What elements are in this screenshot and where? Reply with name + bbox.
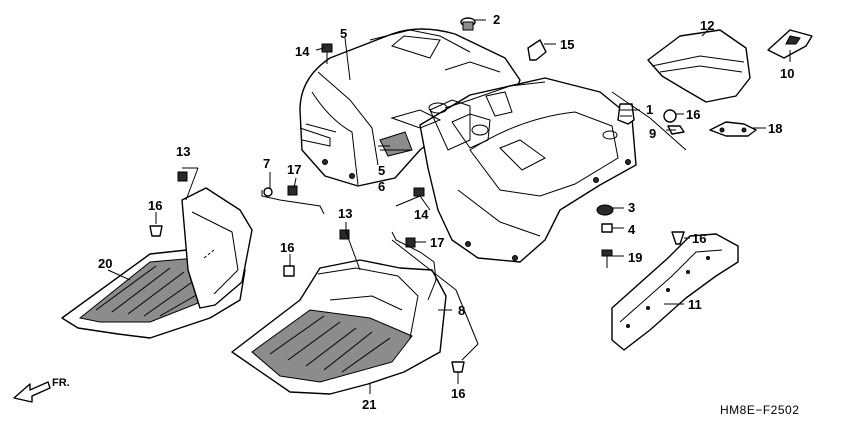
callout-6: 6 bbox=[378, 179, 385, 194]
callout-8: 8 bbox=[458, 303, 465, 318]
callout-11: 11 bbox=[688, 297, 702, 312]
callout-15: 15 bbox=[560, 37, 574, 52]
rear-fender bbox=[299, 28, 637, 263]
front-direction-arrow: FR. bbox=[13, 377, 70, 403]
drawing-code: HM8E−F2502 bbox=[720, 403, 799, 417]
callout-14-mid: 14 bbox=[414, 207, 429, 222]
callout-18: 18 bbox=[768, 121, 782, 136]
direction-label: FR. bbox=[52, 377, 70, 389]
callout-10: 10 bbox=[780, 66, 794, 81]
tail-bracket bbox=[767, 29, 813, 59]
callout-20: 20 bbox=[98, 256, 112, 271]
callout-16-right: 16 bbox=[692, 231, 706, 246]
callout-5-top: 5 bbox=[340, 26, 347, 41]
callout-12: 12 bbox=[700, 18, 714, 33]
floorboard-right bbox=[231, 259, 447, 395]
callout-16-mid: 16 bbox=[280, 240, 294, 255]
callout-13-right: 13 bbox=[338, 206, 352, 221]
callout-21: 21 bbox=[362, 397, 376, 412]
callout-13-left: 13 bbox=[176, 144, 190, 159]
callout-2: 2 bbox=[493, 12, 500, 27]
rear-cover bbox=[647, 29, 751, 103]
callout-3: 3 bbox=[628, 200, 635, 215]
callout-9: 9 bbox=[649, 126, 656, 141]
callout-16-top: 16 bbox=[686, 107, 700, 122]
hardware bbox=[149, 17, 685, 373]
callout-16-left: 16 bbox=[148, 198, 162, 213]
callout-19: 19 bbox=[628, 250, 642, 265]
leader-lines bbox=[107, 19, 791, 394]
callout-5-mid: 5 bbox=[378, 163, 385, 178]
callout-17-mid: 17 bbox=[430, 235, 444, 250]
callout-14-top: 14 bbox=[295, 44, 310, 59]
callout-1: 1 bbox=[646, 102, 653, 117]
floorboard-left bbox=[61, 187, 253, 339]
mud-guard bbox=[611, 233, 739, 351]
callouts: 1 2 3 4 5 5 6 7 8 9 10 11 12 13 13 14 14… bbox=[98, 12, 794, 412]
callout-17-left: 17 bbox=[287, 162, 301, 177]
callout-16-bottom: 16 bbox=[451, 386, 465, 401]
callout-7: 7 bbox=[263, 156, 270, 171]
stay-bracket bbox=[709, 121, 757, 137]
callout-4: 4 bbox=[628, 222, 636, 237]
